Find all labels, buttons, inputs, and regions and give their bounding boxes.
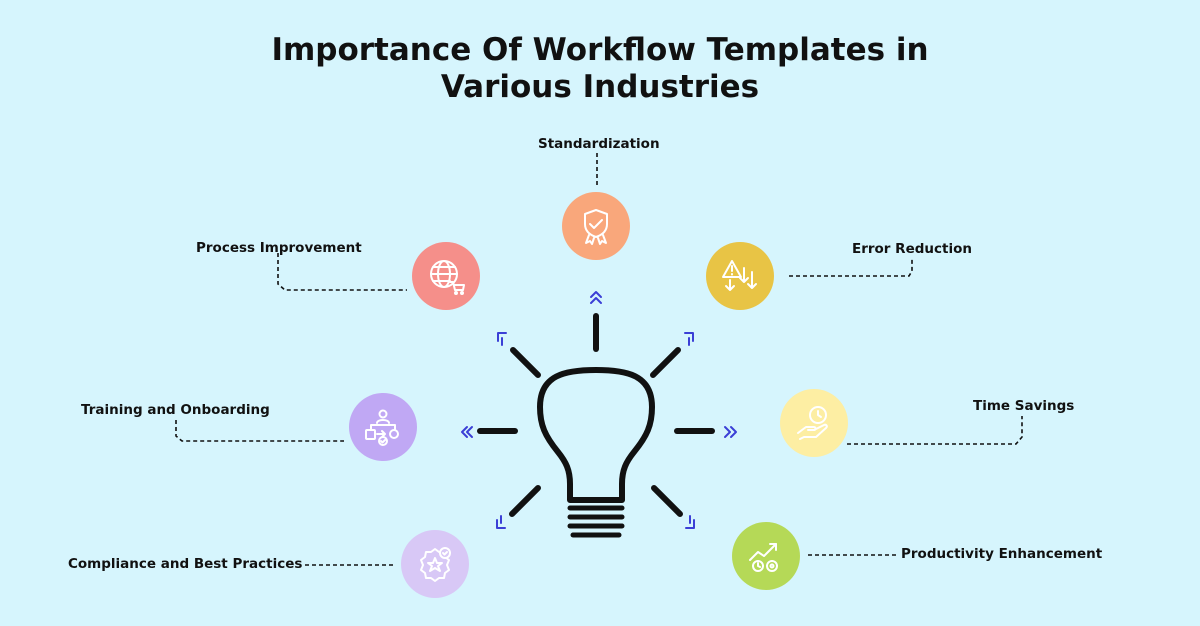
connector-training [175, 420, 344, 442]
chevron-arrows [461, 291, 737, 529]
process-improvement-circle [412, 242, 480, 310]
label-productivity-enhancement: Productivity Enhancement [901, 546, 1103, 562]
light-rays [477, 313, 715, 517]
diagram-title: Importance Of Workflow Templates in Vari… [0, 32, 1200, 106]
standardization-circle [562, 192, 630, 260]
warning-arrows-icon [722, 260, 757, 291]
hand-clock-icon [797, 406, 828, 440]
label-compliance: Compliance and Best Practices [68, 556, 303, 572]
training-circle [349, 393, 417, 461]
award-badge-icon [420, 547, 451, 582]
connector-error-reduction [789, 258, 913, 277]
productivity-circle [732, 522, 800, 590]
label-standardization: Standardization [538, 136, 660, 152]
growth-gears-icon [749, 543, 778, 572]
team-flow-icon [365, 409, 399, 446]
connector-lines [175, 153, 1023, 566]
globe-cart-icon [430, 260, 465, 295]
title-line-1: Importance Of Workflow Templates in [271, 32, 929, 68]
label-process-improvement: Process Improvement [196, 240, 362, 256]
time-savings-circle [780, 389, 848, 457]
lightbulb-icon [537, 367, 655, 538]
error-reduction-circle [706, 242, 774, 310]
title-line-2: Various Industries [440, 69, 760, 105]
connector-process-improvement [277, 253, 407, 291]
compliance-circle [401, 530, 469, 598]
label-error-reduction: Error Reduction [852, 241, 972, 257]
shield-badge-icon [584, 209, 608, 245]
label-training: Training and Onboarding [81, 402, 270, 418]
connector-time-savings [847, 416, 1023, 445]
label-time-savings: Time Savings [973, 398, 1075, 414]
